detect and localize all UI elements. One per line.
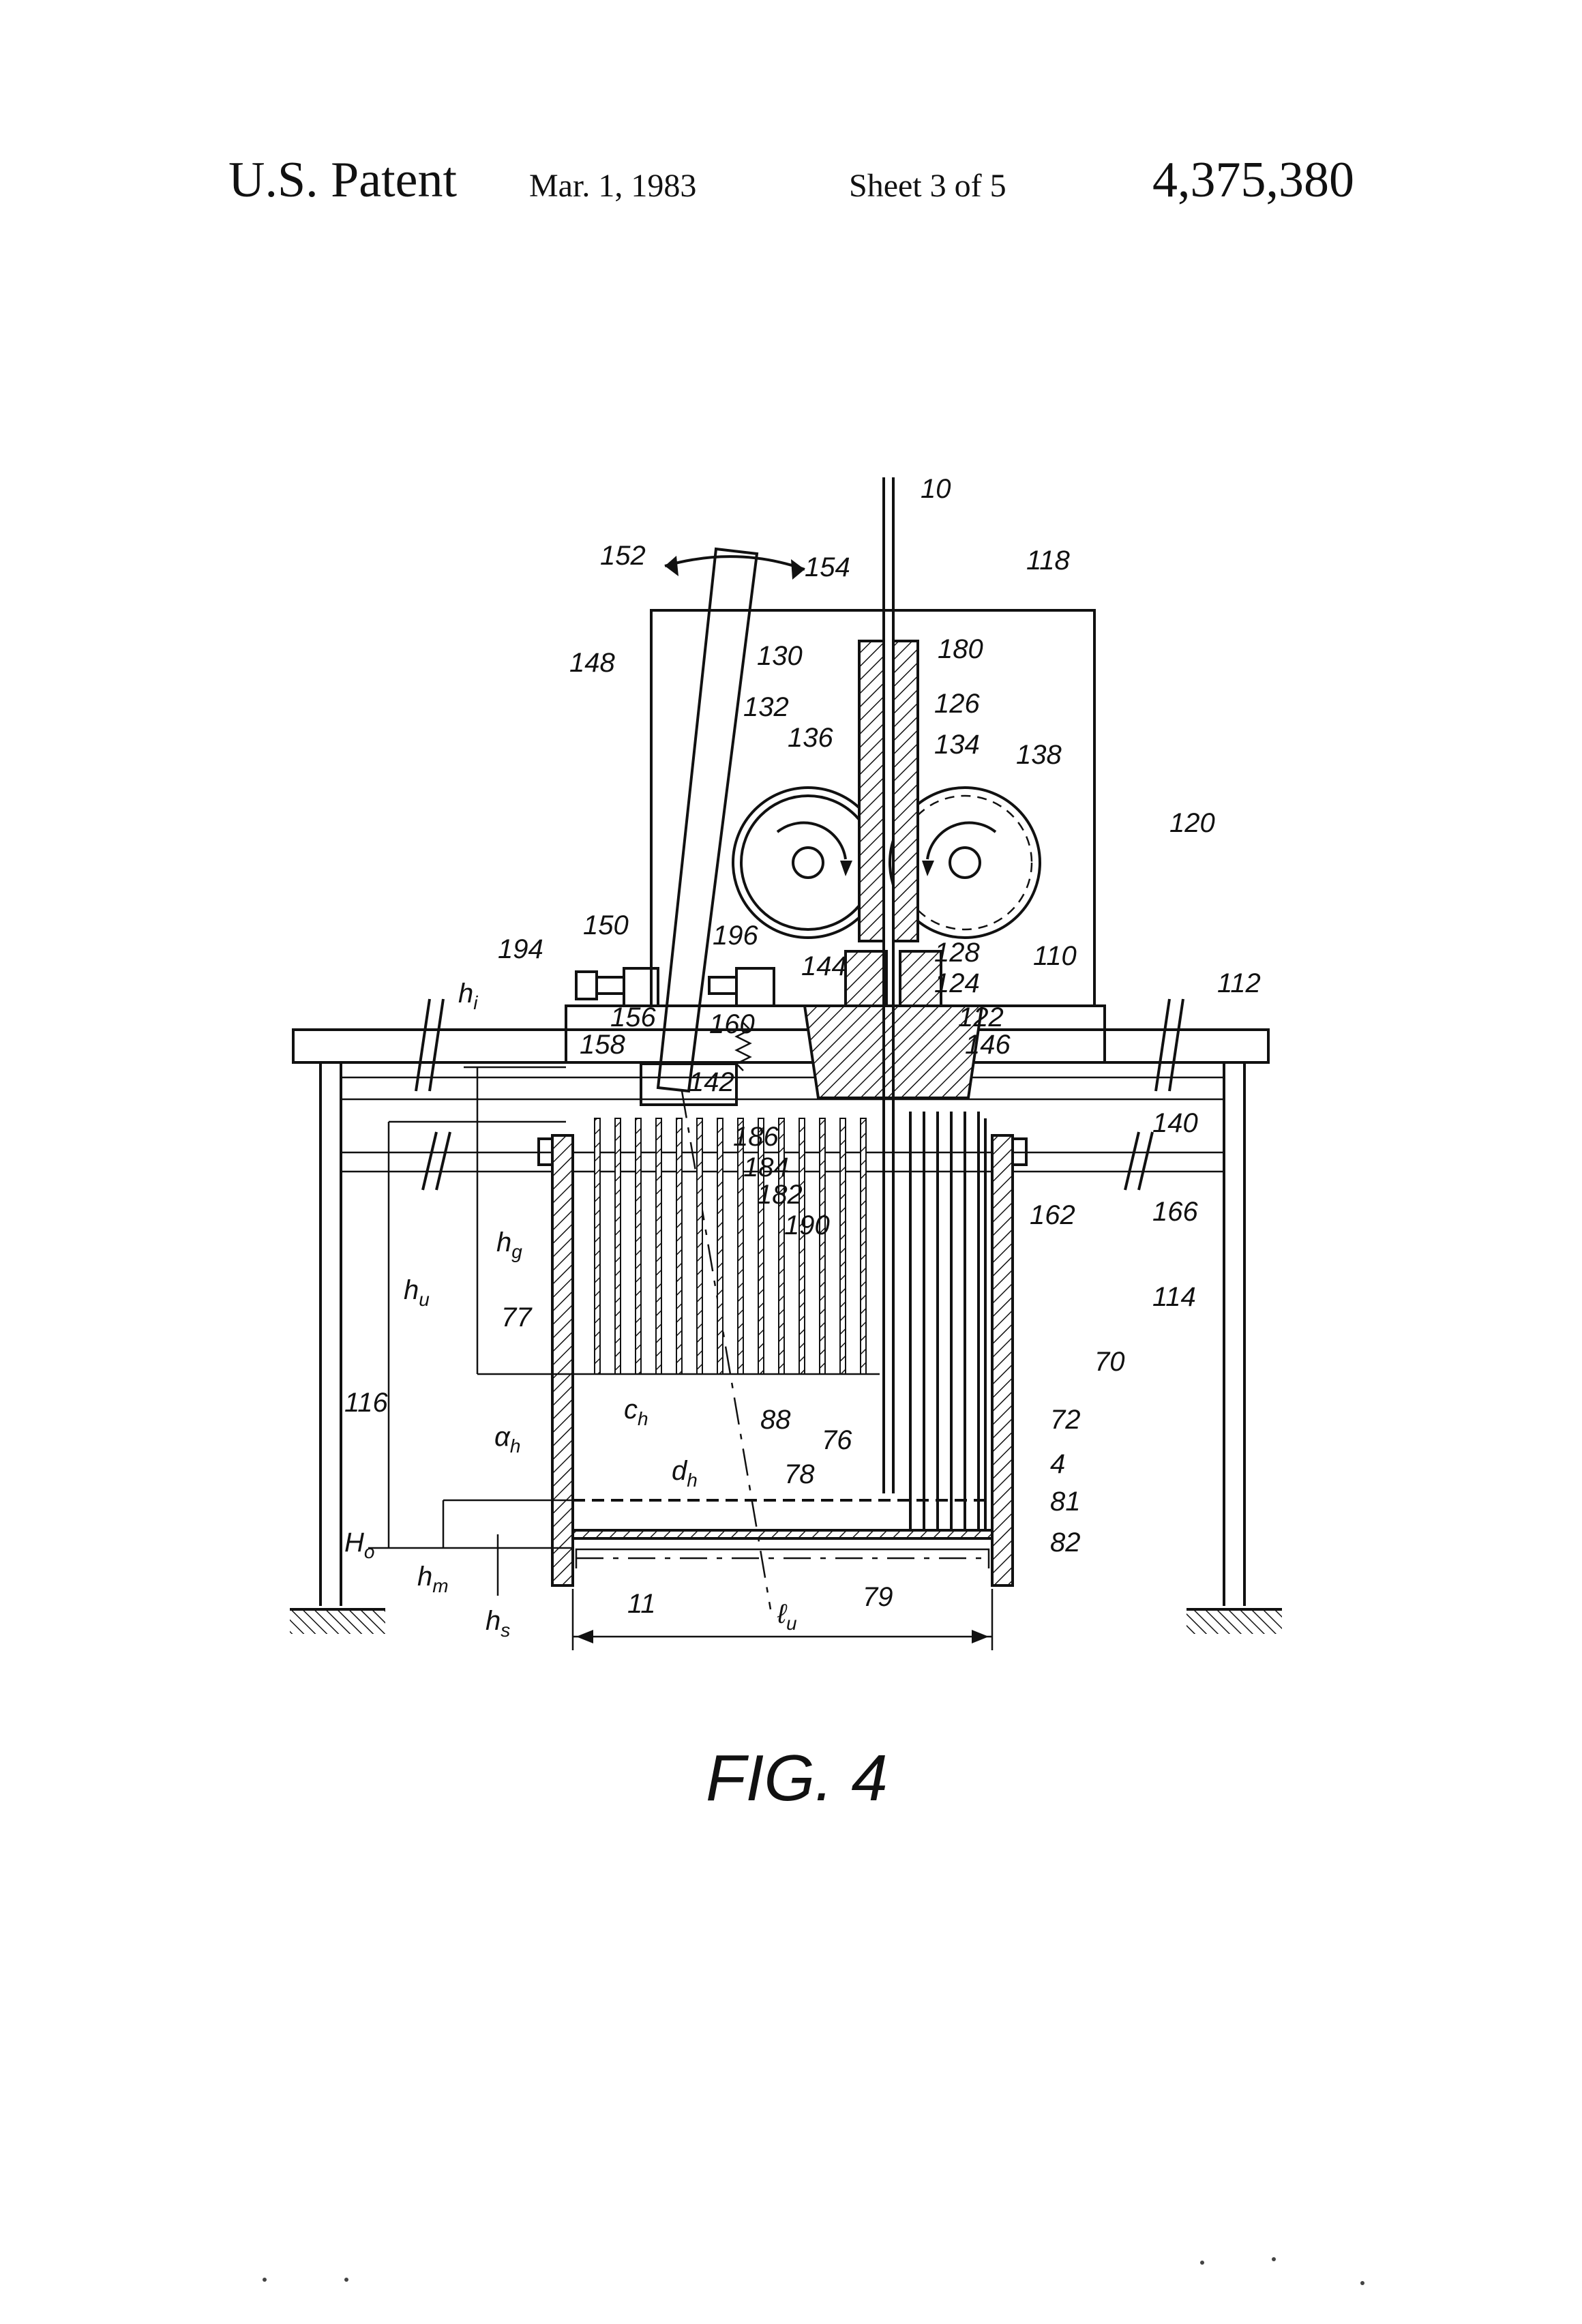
fin	[738, 1118, 743, 1374]
scan-speck	[1360, 2281, 1364, 2285]
label-148: 148	[569, 648, 615, 678]
fin	[861, 1118, 866, 1374]
fin-array	[595, 1118, 866, 1374]
label-114: 114	[1152, 1282, 1196, 1312]
label-136: 136	[788, 723, 833, 753]
strip-stack-4	[910, 1112, 985, 1531]
label-138: 138	[1016, 740, 1062, 770]
fin	[656, 1118, 661, 1374]
label-124: 124	[934, 968, 980, 998]
label-158: 158	[580, 1030, 625, 1060]
rotation-arrow	[665, 556, 805, 580]
fin	[840, 1118, 846, 1374]
label-150: 150	[583, 910, 629, 940]
label-118: 118	[1026, 546, 1071, 576]
label-11: 11	[627, 1589, 656, 1619]
screw-196	[709, 968, 774, 1006]
label-134: 134	[934, 730, 980, 760]
label-140: 140	[1152, 1108, 1198, 1138]
label-81: 81	[1050, 1487, 1081, 1517]
dim-ch: ch	[624, 1395, 648, 1429]
label-154: 154	[805, 552, 850, 582]
fin	[697, 1118, 702, 1374]
label-166: 166	[1152, 1197, 1198, 1227]
label-116: 116	[344, 1388, 389, 1418]
dim-lu: ℓu	[777, 1599, 797, 1634]
label-182: 182	[757, 1180, 803, 1210]
dim-ah: αh	[494, 1422, 520, 1457]
dim-hu: hu	[404, 1275, 430, 1310]
label-142: 142	[689, 1067, 734, 1097]
reference-labels: 10 152 154 118 148 130 180 126 132 136 1…	[344, 474, 1261, 1619]
label-180: 180	[938, 634, 983, 664]
label-152: 152	[600, 541, 646, 571]
label-70: 70	[1094, 1347, 1125, 1377]
label-146: 146	[965, 1030, 1011, 1060]
scan-speck	[1272, 2257, 1276, 2261]
label-120: 120	[1169, 808, 1215, 838]
label-82: 82	[1050, 1528, 1081, 1558]
label-194: 194	[498, 934, 543, 964]
scan-speck	[263, 2278, 267, 2282]
fin	[595, 1118, 600, 1374]
ground-left	[290, 1609, 385, 1634]
label-132: 132	[743, 692, 789, 722]
label-79: 79	[863, 1582, 893, 1612]
label-184: 184	[743, 1152, 789, 1182]
dim-hs: hs	[486, 1606, 510, 1641]
label-126: 126	[934, 689, 980, 719]
label-130: 130	[757, 641, 803, 671]
ground-right	[1186, 1609, 1282, 1634]
label-112: 112	[1217, 968, 1261, 998]
label-10: 10	[921, 474, 951, 504]
scan-speck	[344, 2278, 348, 2282]
fin	[799, 1118, 805, 1374]
fin	[636, 1118, 641, 1374]
scan-speck	[1200, 2261, 1204, 2265]
label-144: 144	[801, 951, 847, 981]
label-110: 110	[1033, 941, 1077, 971]
label-76: 76	[822, 1425, 852, 1455]
dim-Ho: Ho	[344, 1528, 374, 1562]
label-190: 190	[784, 1210, 830, 1240]
label-72: 72	[1050, 1405, 1081, 1435]
dim-dh: dh	[672, 1456, 698, 1491]
label-196: 196	[713, 921, 758, 951]
dim-hg: hg	[496, 1227, 522, 1262]
label-88: 88	[760, 1405, 791, 1435]
label-128: 128	[934, 938, 980, 968]
label-4: 4	[1050, 1449, 1065, 1479]
figure-caption: FIG. 4	[706, 1742, 888, 1815]
fin	[717, 1118, 723, 1374]
label-122: 122	[958, 1002, 1004, 1032]
fin	[676, 1118, 682, 1374]
dim-hm: hm	[417, 1562, 449, 1596]
label-78: 78	[784, 1459, 815, 1489]
dim-hi: hi	[458, 979, 478, 1013]
table-top	[293, 1006, 1268, 1062]
label-186: 186	[733, 1122, 779, 1152]
fin	[615, 1118, 621, 1374]
label-162: 162	[1030, 1200, 1075, 1230]
fin	[820, 1118, 825, 1374]
label-156: 156	[610, 1002, 656, 1032]
label-160: 160	[709, 1009, 755, 1039]
label-77: 77	[501, 1302, 533, 1332]
screw-194	[576, 968, 658, 1006]
